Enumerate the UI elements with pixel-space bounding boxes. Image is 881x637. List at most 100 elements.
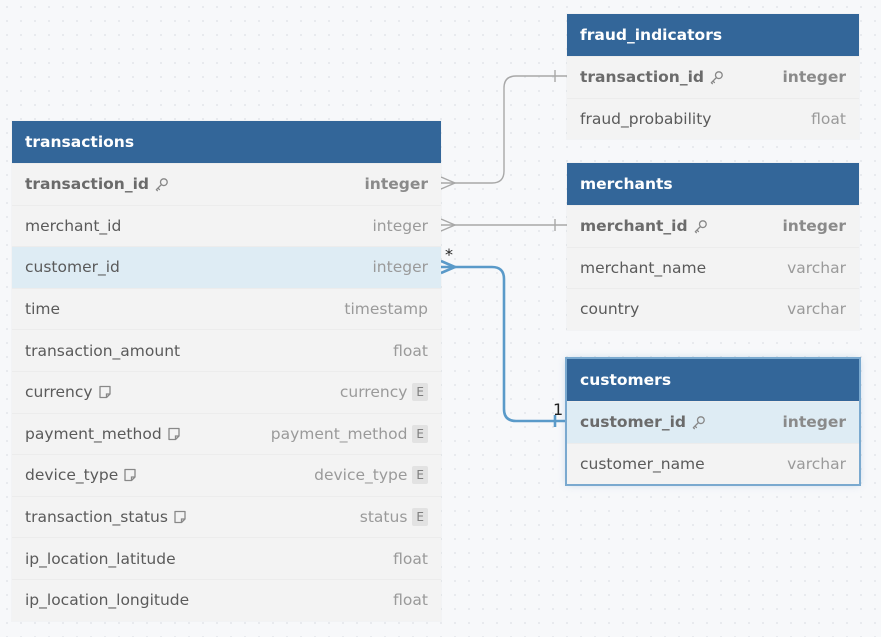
column-row[interactable]: merchant_id integer: [567, 205, 859, 247]
column-row[interactable]: customer_id integer: [12, 246, 441, 288]
cardinality-one-label: 1: [553, 400, 564, 419]
relation-merchants[interactable]: [440, 218, 567, 232]
column-type: integer: [782, 68, 846, 86]
column-name-text: merchant_id: [25, 216, 122, 235]
column-type: float: [393, 342, 428, 360]
column-name-text: country: [580, 300, 640, 319]
column-name-text: customer_name: [580, 454, 705, 473]
table-merchants[interactable]: merchants merchant_id integer merchant_nam…: [567, 163, 859, 330]
column-name-text: payment_method: [25, 424, 162, 443]
column-row[interactable]: transaction_id integer: [12, 163, 441, 205]
note-icon[interactable]: [98, 385, 112, 399]
column-name: merchant_name: [580, 259, 706, 277]
column-type-text: varchar: [787, 454, 846, 473]
column-type: varchar: [787, 259, 846, 277]
column-name: country: [580, 300, 639, 318]
cardinality-many-label: *: [445, 245, 453, 264]
column-name: time: [25, 300, 60, 318]
column-type-text: integer: [782, 68, 846, 87]
table-customers[interactable]: customers customer_id integer customer_nam…: [565, 356, 861, 487]
column-row[interactable]: transaction_id integer: [567, 56, 859, 98]
column-row[interactable]: customer_name varchar: [567, 442, 859, 485]
enum-badge[interactable]: E: [412, 424, 428, 443]
column-name: ip_location_longitude: [25, 591, 189, 609]
table-header[interactable]: fraud_indicators: [567, 14, 859, 56]
column-name: fraud_probability: [580, 110, 711, 128]
column-row[interactable]: time timestamp: [12, 287, 441, 330]
column-name-text: transaction_status: [25, 508, 168, 527]
column-name: currency: [25, 383, 112, 401]
column-name-text: customer_id: [25, 258, 120, 277]
key-icon: [154, 177, 169, 192]
column-name-text: customer_id: [580, 413, 686, 432]
key-icon: [693, 219, 708, 234]
enum-badge[interactable]: E: [412, 383, 428, 402]
column-type: integer: [364, 175, 428, 193]
note-icon[interactable]: [123, 468, 137, 482]
column-type-text: float: [811, 109, 846, 128]
note-icon[interactable]: [173, 510, 187, 524]
column-type: integer: [373, 258, 429, 276]
column-row[interactable]: merchant_id integer: [12, 204, 441, 247]
column-name: customer_id: [580, 413, 706, 431]
column-type-text: status: [359, 508, 408, 527]
column-row[interactable]: ip_location_longitude float: [12, 578, 441, 621]
table-header[interactable]: customers: [567, 359, 859, 401]
table-header[interactable]: transactions: [12, 121, 441, 163]
column-type-text: payment_method: [270, 424, 408, 443]
column-name: device_type: [25, 466, 137, 484]
column-row[interactable]: customer_id integer: [567, 401, 859, 443]
enum-badge[interactable]: E: [412, 508, 428, 527]
column-row[interactable]: merchant_name varchar: [567, 246, 859, 289]
note-icon[interactable]: [167, 427, 181, 441]
column-name: transaction_id: [580, 68, 724, 86]
column-name: customer_id: [25, 258, 120, 276]
column-name-text: ip_location_latitude: [25, 549, 176, 568]
column-name-text: currency: [25, 383, 93, 402]
column-type-text: device_type: [314, 466, 408, 485]
enum-badge[interactable]: E: [412, 466, 428, 485]
column-name-text: merchant_name: [580, 258, 707, 277]
table-title: transactions: [25, 133, 135, 151]
relation-fraud-indicators[interactable]: [440, 70, 567, 190]
column-type: timestamp: [344, 300, 428, 318]
column-row[interactable]: ip_location_latitude float: [12, 537, 441, 579]
column-type-text: varchar: [787, 258, 846, 277]
column-type: integer: [782, 413, 846, 431]
table-title: merchants: [580, 175, 673, 193]
column-type-text: float: [393, 341, 428, 360]
column-type-text: float: [393, 549, 428, 568]
column-type: varchar: [787, 455, 846, 473]
column-name-text: time: [25, 300, 61, 319]
column-name: transaction_status: [25, 508, 187, 526]
relation-customers[interactable]: [440, 259, 567, 427]
table-fraud-indicators[interactable]: fraud_indicators transaction_id integer fr…: [567, 14, 859, 140]
column-type-text: currency: [339, 383, 408, 402]
column-type: integer: [373, 217, 429, 235]
column-type-text: float: [393, 591, 428, 610]
column-name: transaction_id: [25, 175, 169, 193]
table-header[interactable]: merchants: [567, 163, 859, 205]
key-icon: [709, 70, 724, 85]
column-name-text: merchant_id: [580, 217, 688, 236]
column-row[interactable]: fraud_probability float: [567, 97, 859, 140]
column-name-text: transaction_amount: [25, 341, 181, 360]
column-type-text: integer: [782, 413, 846, 432]
table-title: customers: [580, 371, 672, 389]
column-type: integer: [782, 217, 846, 235]
column-type-text: timestamp: [344, 300, 428, 319]
column-name-text: ip_location_longitude: [25, 591, 190, 610]
column-name: payment_method: [25, 425, 181, 443]
column-row[interactable]: transaction_amount float: [12, 329, 441, 371]
column-name: transaction_amount: [25, 342, 180, 360]
